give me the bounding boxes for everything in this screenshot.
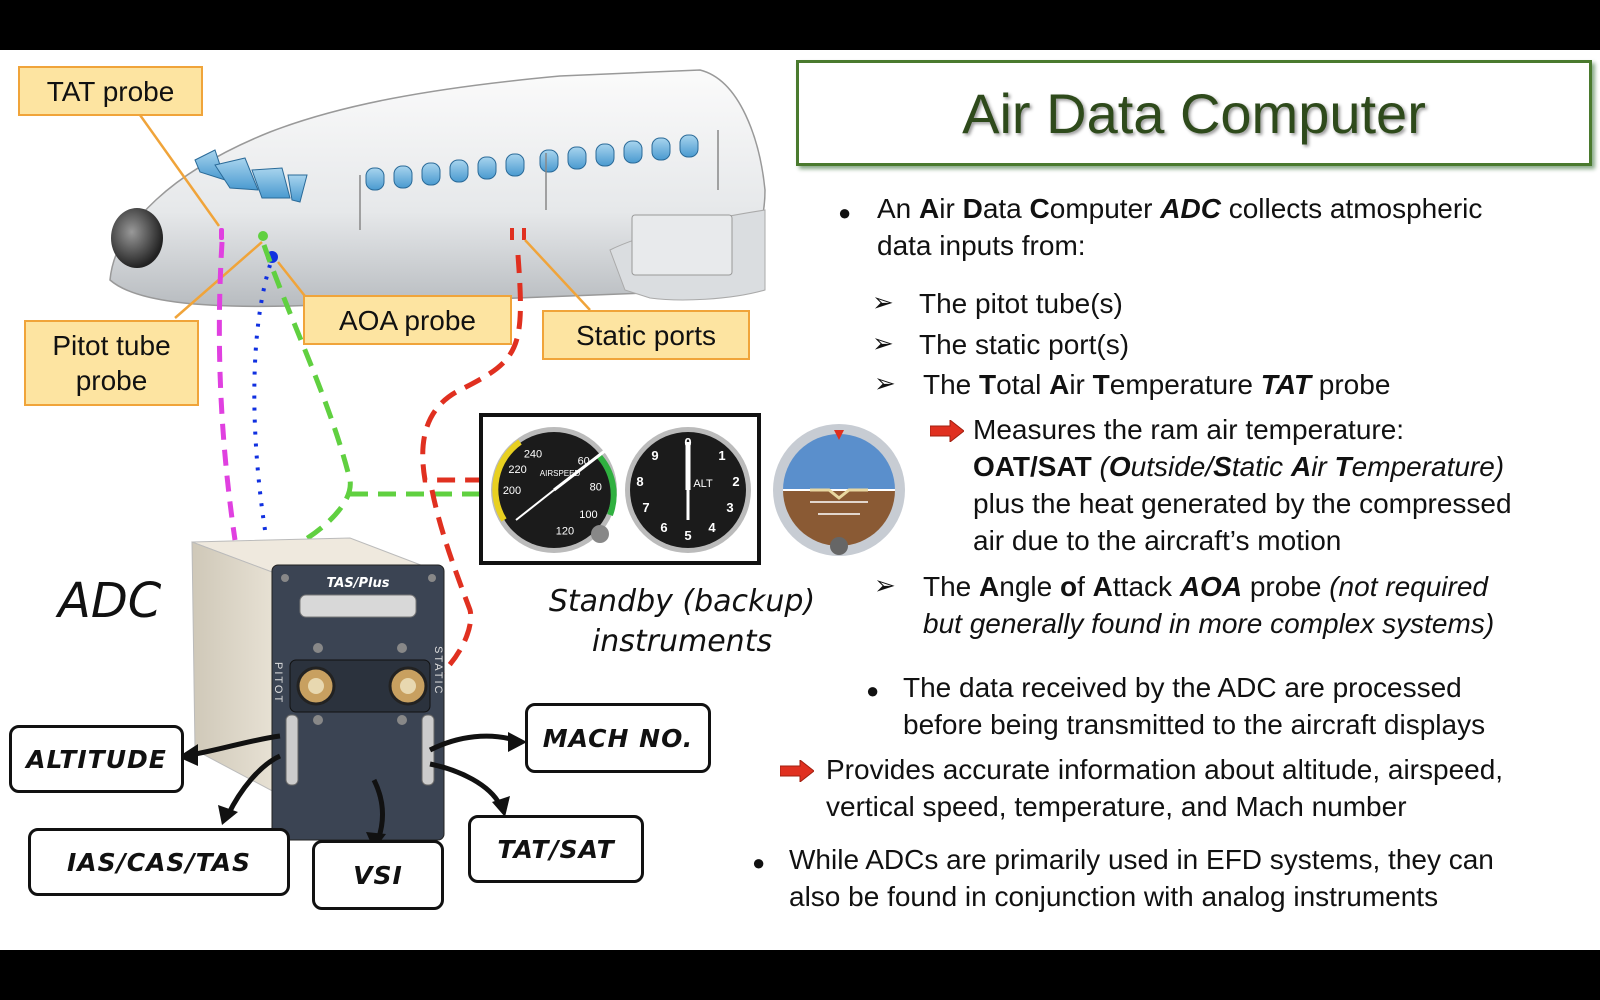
svg-text:1: 1 [718, 448, 725, 463]
sub-arrow: ➢ [872, 287, 894, 317]
adc-unit: TAS/Plus PITOT STATIC [191, 537, 445, 841]
bullet-processing: The data received by the ADC are process… [903, 672, 1486, 740]
svg-text:2: 2 [732, 474, 739, 489]
pitot-tube-probe-label: Pitot tube probe [24, 320, 199, 406]
sub-arrow: ➢ [874, 368, 896, 398]
sub-aoa: The Angle of Attack AOA probe (not requi… [923, 571, 1495, 639]
airspeed-tick-label: 80 [590, 481, 602, 493]
red-arrow-icon [780, 760, 814, 782]
static-connection-line [418, 254, 523, 693]
vsi-output-box: VSI [312, 840, 444, 910]
aoa-probe-label: AOA probe [303, 295, 512, 345]
static-port-marker-2 [522, 228, 526, 240]
bullet-dot: ● [838, 200, 852, 225]
title-box: Air Data Computer [796, 60, 1592, 166]
attitude-indicator [773, 424, 905, 556]
static-port-marker [510, 228, 514, 240]
airspeed-tick-label: 60 [578, 455, 590, 467]
sub-pitot: The pitot tube(s) [919, 288, 1123, 319]
airspeed-tick-label: 220 [508, 464, 526, 476]
sub-arrow: ➢ [874, 570, 896, 600]
sub-arrow: ➢ [872, 328, 894, 358]
provides-info: Provides accurate information about alti… [826, 754, 1504, 822]
sub-tat: The Total Air Temperature TAT probe [923, 369, 1391, 400]
svg-text:7: 7 [642, 500, 649, 515]
sub-static: The static port(s) [919, 329, 1130, 360]
static-ports-label: Static ports [542, 310, 750, 360]
svg-text:8: 8 [636, 474, 643, 489]
altimeter-label: ALT [693, 478, 713, 490]
altitude-output-box: ALTITUDE [9, 725, 184, 793]
bullet-adc-intro: An Air Data Computer ADC collects atmosp… [877, 193, 1483, 261]
tat-probe-marker [219, 228, 224, 240]
svg-text:9: 9 [651, 448, 658, 463]
nose-cone [111, 208, 163, 268]
tat-sat-output-box: TAT/SAT [468, 815, 644, 883]
adc-label: ADC [58, 573, 162, 629]
airspeed-indicator: AIRSPEED [491, 427, 617, 553]
adc-static-side-text: STATIC [432, 646, 444, 695]
airspeed-label: AIRSPEED [540, 469, 581, 478]
airspeed-tick-label: 120 [556, 526, 574, 538]
tat-probe-label: TAT probe [18, 66, 203, 116]
airspeed-tick-label: 100 [579, 509, 597, 521]
svg-text:6: 6 [660, 520, 667, 535]
illustration: TAS/Plus PITOT STATIC [109, 69, 905, 850]
ias-cas-tas-output-box: IAS/CAS/TAS [28, 828, 290, 896]
pitot-probe-marker [258, 231, 268, 241]
cabin-windows [365, 134, 699, 191]
tat-connection-line [216, 241, 238, 541]
output-arrowheads [178, 732, 527, 850]
svg-text:5: 5 [684, 528, 691, 543]
bullet-dot: ● [866, 678, 880, 703]
standby-caption: Standby (backup) instruments [548, 584, 816, 659]
aircraft-illustration [109, 69, 766, 308]
page-title: Air Data Computer [962, 81, 1426, 145]
tat-detail: Measures the ram air temperature: OAT/SA… [973, 414, 1512, 556]
slide: TAS/Plus PITOT STATIC [0, 50, 1600, 950]
aoa-connection-line [252, 264, 272, 531]
adc-brand-text: TAS/Plus [326, 576, 389, 591]
mach-output-box: MACH NO. [525, 703, 711, 773]
bullet-efd: While ADCs are primarily used in EFD sys… [789, 844, 1494, 912]
svg-text:3: 3 [726, 500, 733, 515]
cockpit-windows [194, 149, 308, 203]
airspeed-tick-label: 240 [524, 449, 542, 461]
adc-pitot-side-text: PITOT [272, 662, 284, 704]
airspeed-tick-label: 200 [503, 485, 521, 497]
bullet-dot: ● [752, 850, 766, 875]
svg-text:4: 4 [708, 520, 716, 535]
red-arrow-icon [930, 420, 964, 442]
